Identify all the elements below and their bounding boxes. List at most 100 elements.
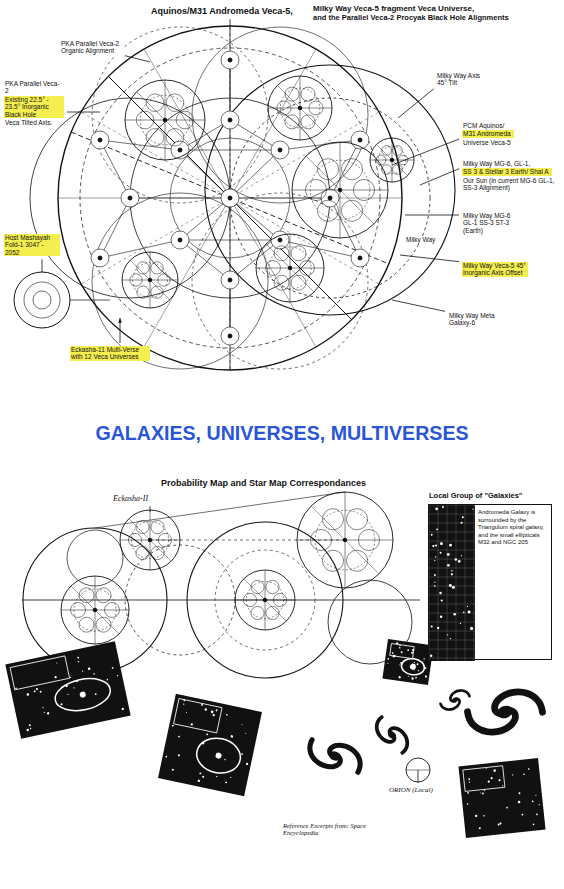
drawing-circle [358, 256, 362, 260]
drawing-circle [392, 652, 394, 654]
drawing-circle [341, 200, 362, 221]
drawing-circle [146, 129, 164, 147]
star-dot [439, 592, 441, 594]
drawing-circle [216, 776, 218, 778]
drawing-ellipse [451, 696, 459, 704]
grid-line [429, 631, 475, 632]
drawing-circle [423, 658, 425, 660]
callout-text: Reference Excerpts from: Space Encyclope… [282, 822, 402, 837]
drawing-circle [117, 675, 119, 677]
callout-text: Eckasha-II [112, 494, 151, 503]
star-dot [434, 574, 436, 576]
drawing-line [280, 240, 360, 258]
drawing-circle [407, 649, 409, 651]
drawing-circle [61, 576, 129, 644]
drawing-circle [399, 645, 401, 647]
drawing-circle [278, 148, 282, 152]
star-dot [437, 627, 439, 629]
drawing-circle [70, 677, 71, 678]
drawing-circle [30, 728, 32, 730]
drawing-circle [285, 87, 299, 101]
star-dot [462, 516, 464, 518]
callout-text: Milky Way MG-6, GL-1, [462, 160, 533, 167]
callout-text: Veca Tilted Axis. [4, 119, 55, 126]
drawing-path [67, 112, 100, 113]
star-dot [450, 638, 451, 639]
drawing-circle [148, 278, 152, 282]
drawing-line [58, 198, 230, 199]
drawing-circle [263, 598, 267, 602]
drawing-ellipse [387, 730, 398, 741]
drawing-path [371, 717, 400, 745]
drawing-circle [54, 676, 57, 679]
drawing-circle [79, 691, 86, 698]
drawing-path [400, 255, 459, 262]
drawing-circle [215, 550, 315, 650]
drawing-circle [322, 509, 343, 530]
star-dot [451, 573, 453, 575]
drawing-circle [382, 165, 392, 175]
drawing-circle [387, 658, 389, 660]
grid-line [429, 658, 475, 659]
drawing-line [330, 140, 360, 198]
star-dot [430, 654, 432, 656]
drawing-circle [532, 800, 534, 802]
drawing-ellipse [193, 734, 243, 777]
drawing-ellipse [364, 708, 420, 763]
highlighted-callout: Existing 22.5° - 23.5° Inorganic Black H… [4, 96, 64, 118]
drawing-circle [416, 663, 418, 665]
drawing-line [130, 198, 230, 199]
drawing-circle [230, 777, 231, 778]
drawing-circle [79, 588, 94, 603]
drawing-circle [467, 803, 469, 805]
grid-line [429, 532, 475, 533]
drawing-circle [121, 189, 139, 207]
drawing-circle [80, 48, 380, 348]
drawing-circle [205, 65, 455, 315]
star-dot [468, 611, 471, 614]
drawing-circle [212, 714, 215, 717]
drawing-circle [410, 663, 417, 670]
star-dot [455, 558, 457, 560]
star-dot [435, 556, 436, 557]
drawing-circle [488, 780, 490, 782]
drawing-circle [358, 138, 362, 142]
drawing-line [144, 198, 230, 347]
drawing-line [180, 198, 230, 240]
drawing-circle [475, 815, 478, 818]
drawing-ellipse [435, 681, 476, 720]
galaxy-photo [5, 641, 130, 739]
drawing-circle [241, 724, 242, 725]
drawing-circle [317, 200, 338, 221]
highlighted-callout: Milky Way Veca-5 45° Inorganic Axis Offs… [462, 262, 528, 277]
drawing-circle [67, 694, 68, 695]
star-dot [470, 627, 473, 630]
drawing-path [150, 506, 151, 512]
highlighted-callout: Eckasha-11 Multi-Verse with 12 Veca Univ… [70, 346, 150, 361]
drawing-path [42, 259, 43, 272]
drawing-circle [411, 677, 414, 680]
drawing-line [137, 92, 193, 148]
drawing-circle [122, 252, 178, 308]
drawing-rect [158, 694, 262, 796]
drawing-line [180, 150, 280, 151]
drawing-circle [78, 661, 80, 663]
panel-heading: Local Group of "Galaxies" [429, 491, 553, 500]
drawing-circle [536, 814, 538, 816]
star-map [429, 505, 475, 661]
drawing-line [100, 140, 180, 150]
drawing-rect [10, 656, 70, 690]
drawing-circle [288, 266, 292, 270]
callout-text: PKA Parallel Veca-2 [4, 80, 64, 95]
drawing-circle [112, 667, 114, 669]
drawing-circle [125, 545, 235, 655]
drawing-ellipse [300, 726, 370, 787]
drawing-circle [125, 80, 205, 160]
drawing-line [330, 198, 360, 258]
drawing-circle [301, 87, 315, 101]
drawing-circle [390, 158, 394, 162]
drawing-circle [483, 815, 485, 817]
drawing-circle [33, 690, 35, 692]
grid-line [429, 640, 475, 641]
drawing-path [491, 685, 543, 728]
